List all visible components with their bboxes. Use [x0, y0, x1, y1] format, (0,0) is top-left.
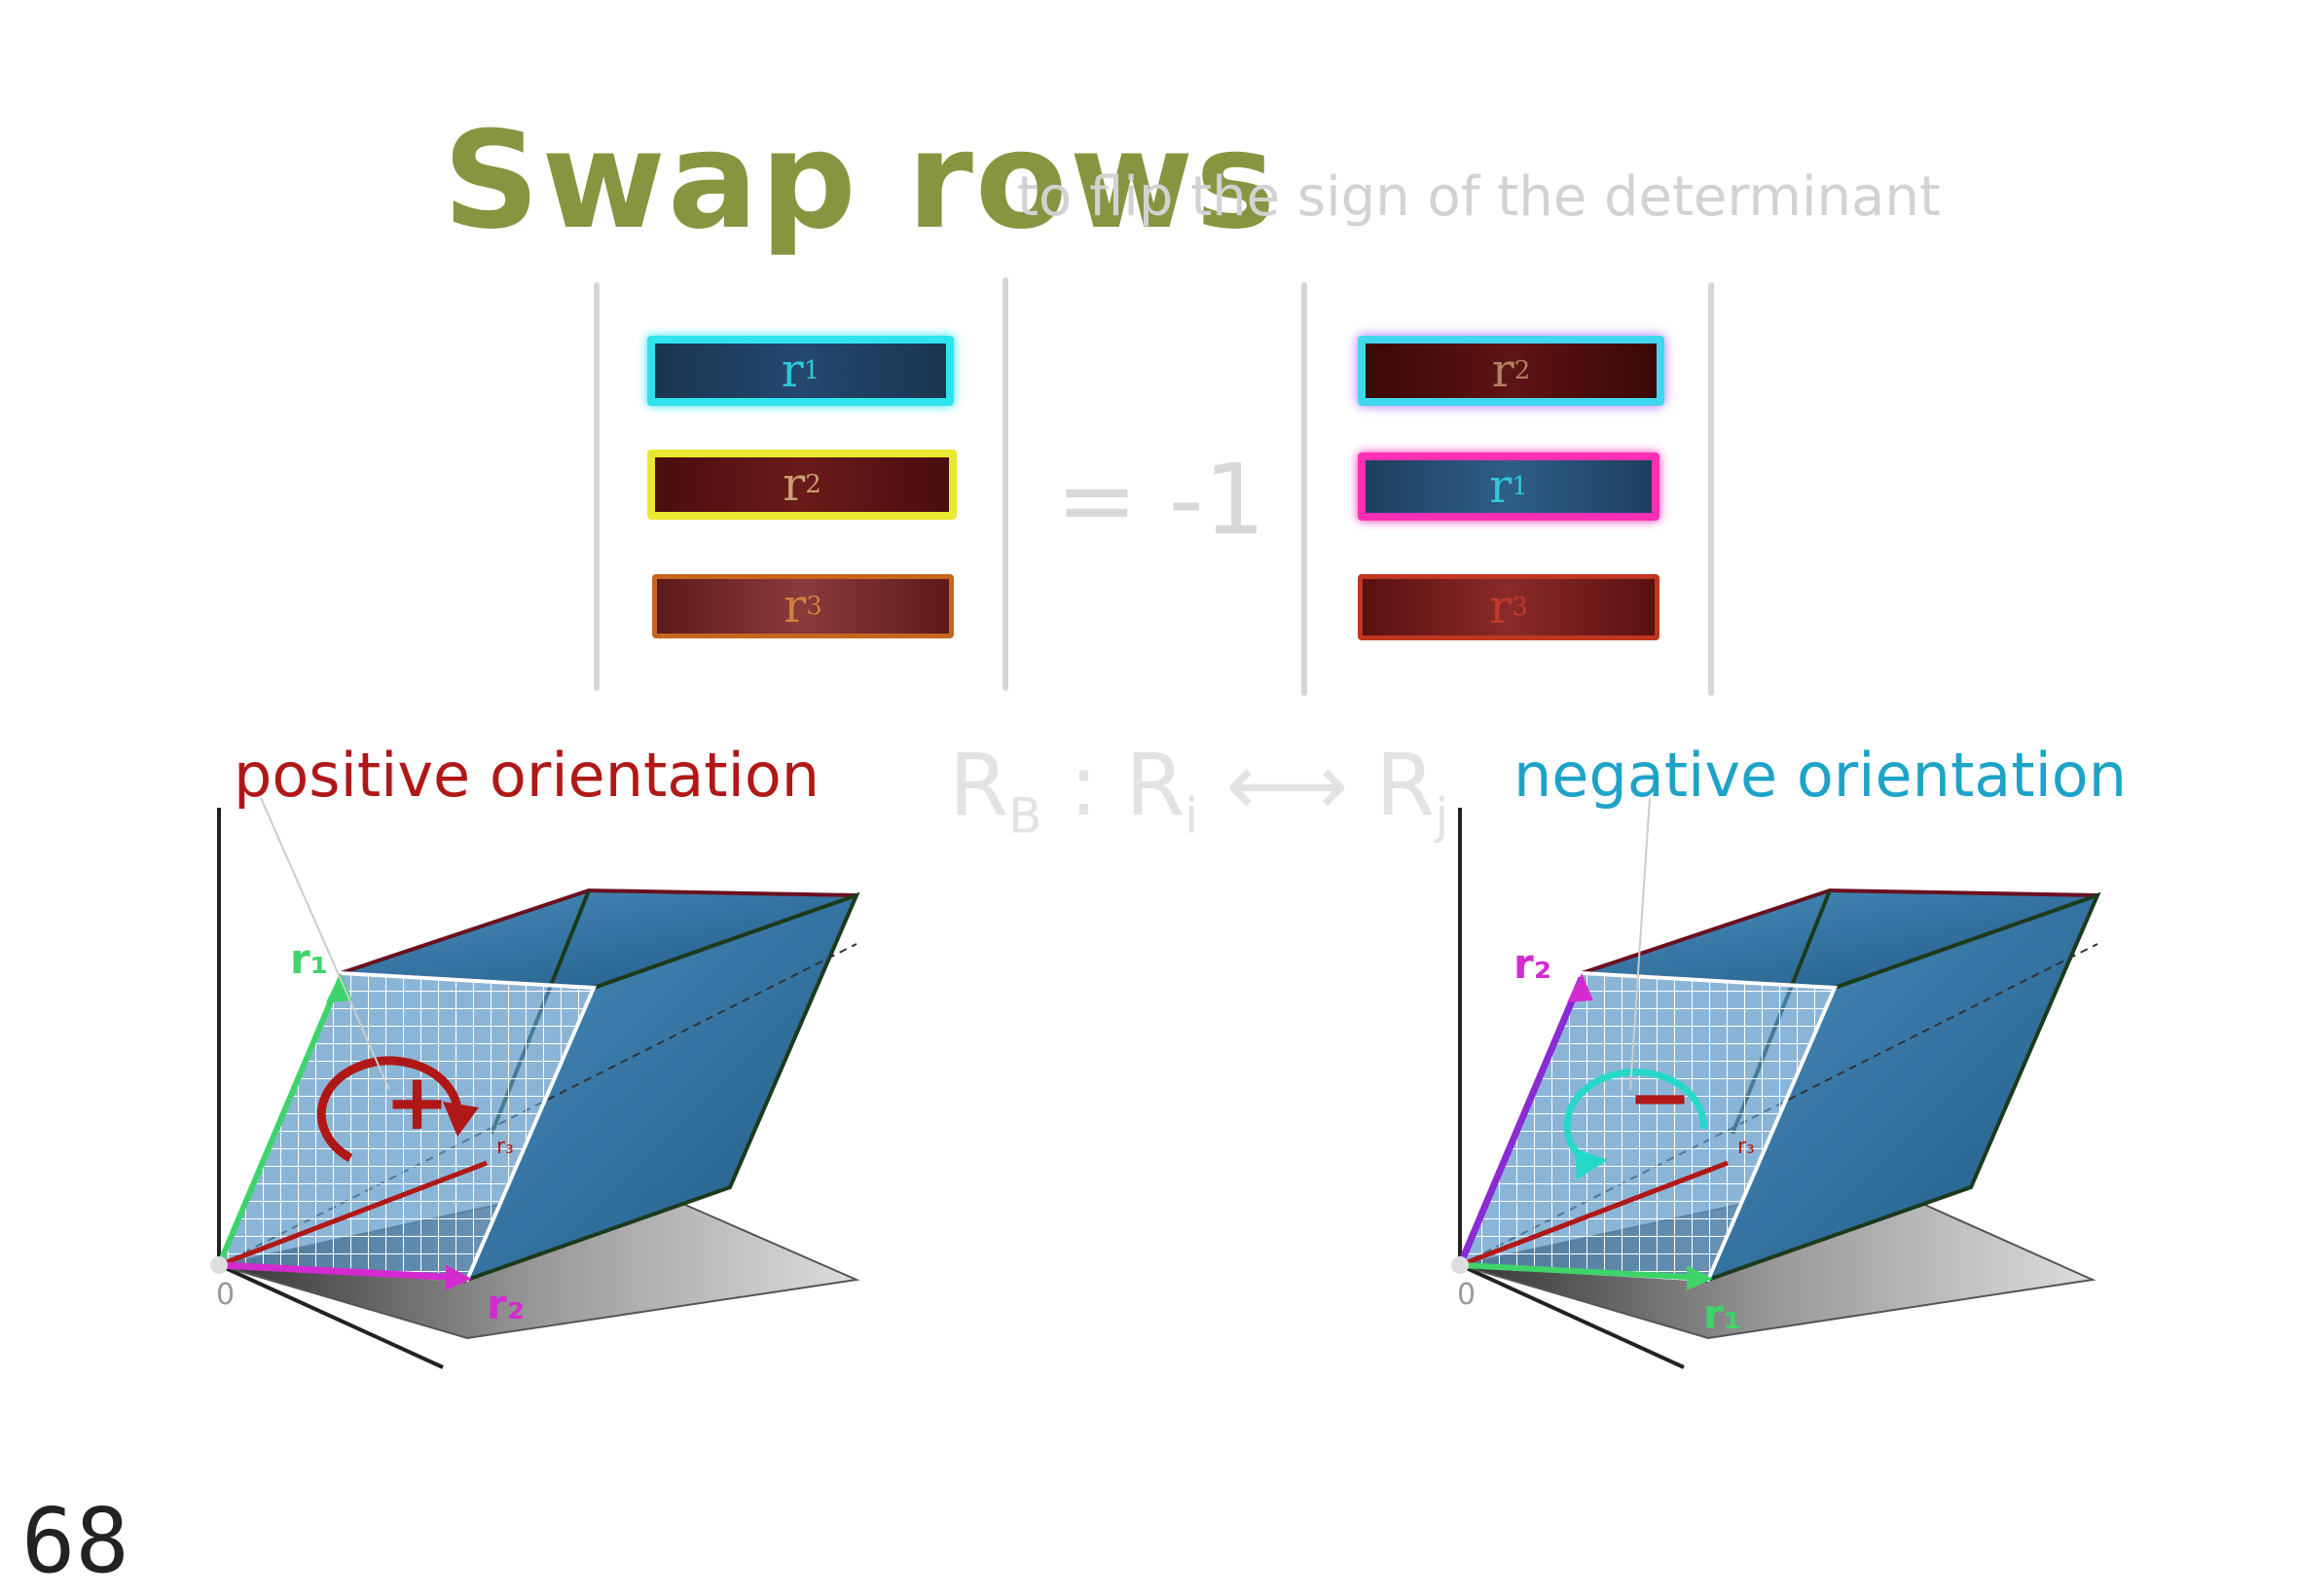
page-subtitle: to flip the sign of the determinant: [1017, 165, 1941, 229]
right-row-1-sub: 2: [1513, 356, 1531, 385]
left-det-bar-right: [1003, 277, 1008, 691]
label-top-vector: r₂: [1513, 940, 1551, 988]
vector-r1: [216, 976, 344, 1267]
equals-minus-one: = -1: [1056, 443, 1265, 557]
vector-r3: [218, 1160, 488, 1268]
rowop-name: R: [949, 735, 1009, 835]
negative-parallelepiped: − r₂ r₁ r₃ 0: [1451, 798, 2101, 1369]
right-row-2-label: r: [1489, 459, 1513, 514]
arrowhead-r1: [326, 973, 352, 1002]
rotation-arrowhead: [443, 1102, 479, 1137]
rowop-right: R: [1375, 735, 1436, 835]
arrowhead-r1: [1687, 1265, 1713, 1290]
left-row-1-sub: 1: [803, 356, 820, 385]
label-bottom-vector: r₁: [1703, 1290, 1741, 1338]
rotation-arrowhead: [1575, 1148, 1608, 1179]
left-row-3-sub: 3: [806, 592, 822, 621]
positive-sign: +: [384, 1057, 450, 1147]
label-third-vector: r₃: [496, 1135, 514, 1159]
factor: -1: [1168, 443, 1266, 557]
axis-depth: [218, 1263, 444, 1369]
negative-orientation-label: negative orientation: [1513, 740, 2128, 811]
label-origin: 0: [216, 1278, 235, 1312]
positive-orientation-label: positive orientation: [234, 740, 820, 811]
page-number: 68: [21, 1489, 129, 1593]
origin-dot: [1451, 1256, 1469, 1274]
left-det-bar-left: [594, 282, 600, 691]
right-det-bar-right: [1708, 282, 1714, 696]
right-row-2-sub: 1: [1512, 472, 1528, 501]
arrowhead-r2: [446, 1265, 472, 1290]
label-bottom-vector: r₂: [487, 1281, 525, 1328]
page-title: Swap rows: [443, 102, 1278, 259]
rowop-right-sub: j: [1435, 787, 1449, 845]
equals-sign: =: [1056, 443, 1138, 557]
label-pointer: [260, 798, 390, 1091]
rowop-colon: :: [1069, 735, 1099, 835]
rotation-arrow-counterclockwise: [1563, 1069, 1707, 1166]
label-pointer: [1629, 798, 1651, 1091]
row-operation: RB : Ri ⟷ Rj: [949, 735, 1448, 845]
vector-r3: [1459, 1160, 1729, 1268]
left-row-2-sub: 2: [805, 470, 821, 499]
right-row-1-label: r: [1491, 344, 1514, 398]
rowop-name-sub: B: [1008, 787, 1042, 845]
rowop-left-sub: i: [1185, 787, 1199, 845]
right-row-3-label: r: [1489, 580, 1513, 635]
label-third-vector: r₃: [1737, 1135, 1755, 1159]
vector-r1: [1459, 1262, 1704, 1281]
right-det-bar-left: [1301, 282, 1307, 696]
left-row-3-label: r: [784, 579, 807, 634]
vector-r2: [218, 1261, 463, 1282]
swap-arrow-icon: ⟷: [1225, 735, 1349, 835]
arrowhead-r2: [1567, 973, 1593, 1002]
label-top-vector: r₁: [290, 935, 328, 983]
left-row-1-label: r: [781, 344, 804, 398]
rotation-arrow-clockwise: [316, 1056, 462, 1162]
left-row-2-label: r: [783, 457, 806, 512]
origin-dot: [210, 1256, 228, 1274]
right-row-3-sub: 3: [1512, 593, 1528, 622]
axis-depth: [1459, 1263, 1685, 1369]
label-origin: 0: [1457, 1278, 1476, 1312]
vector-r2: [1456, 976, 1586, 1267]
positive-parallelepiped: + r₁ r₂ r₃ 0: [210, 798, 860, 1369]
negative-sign: −: [1627, 1052, 1693, 1143]
rowop-left: R: [1125, 735, 1185, 835]
